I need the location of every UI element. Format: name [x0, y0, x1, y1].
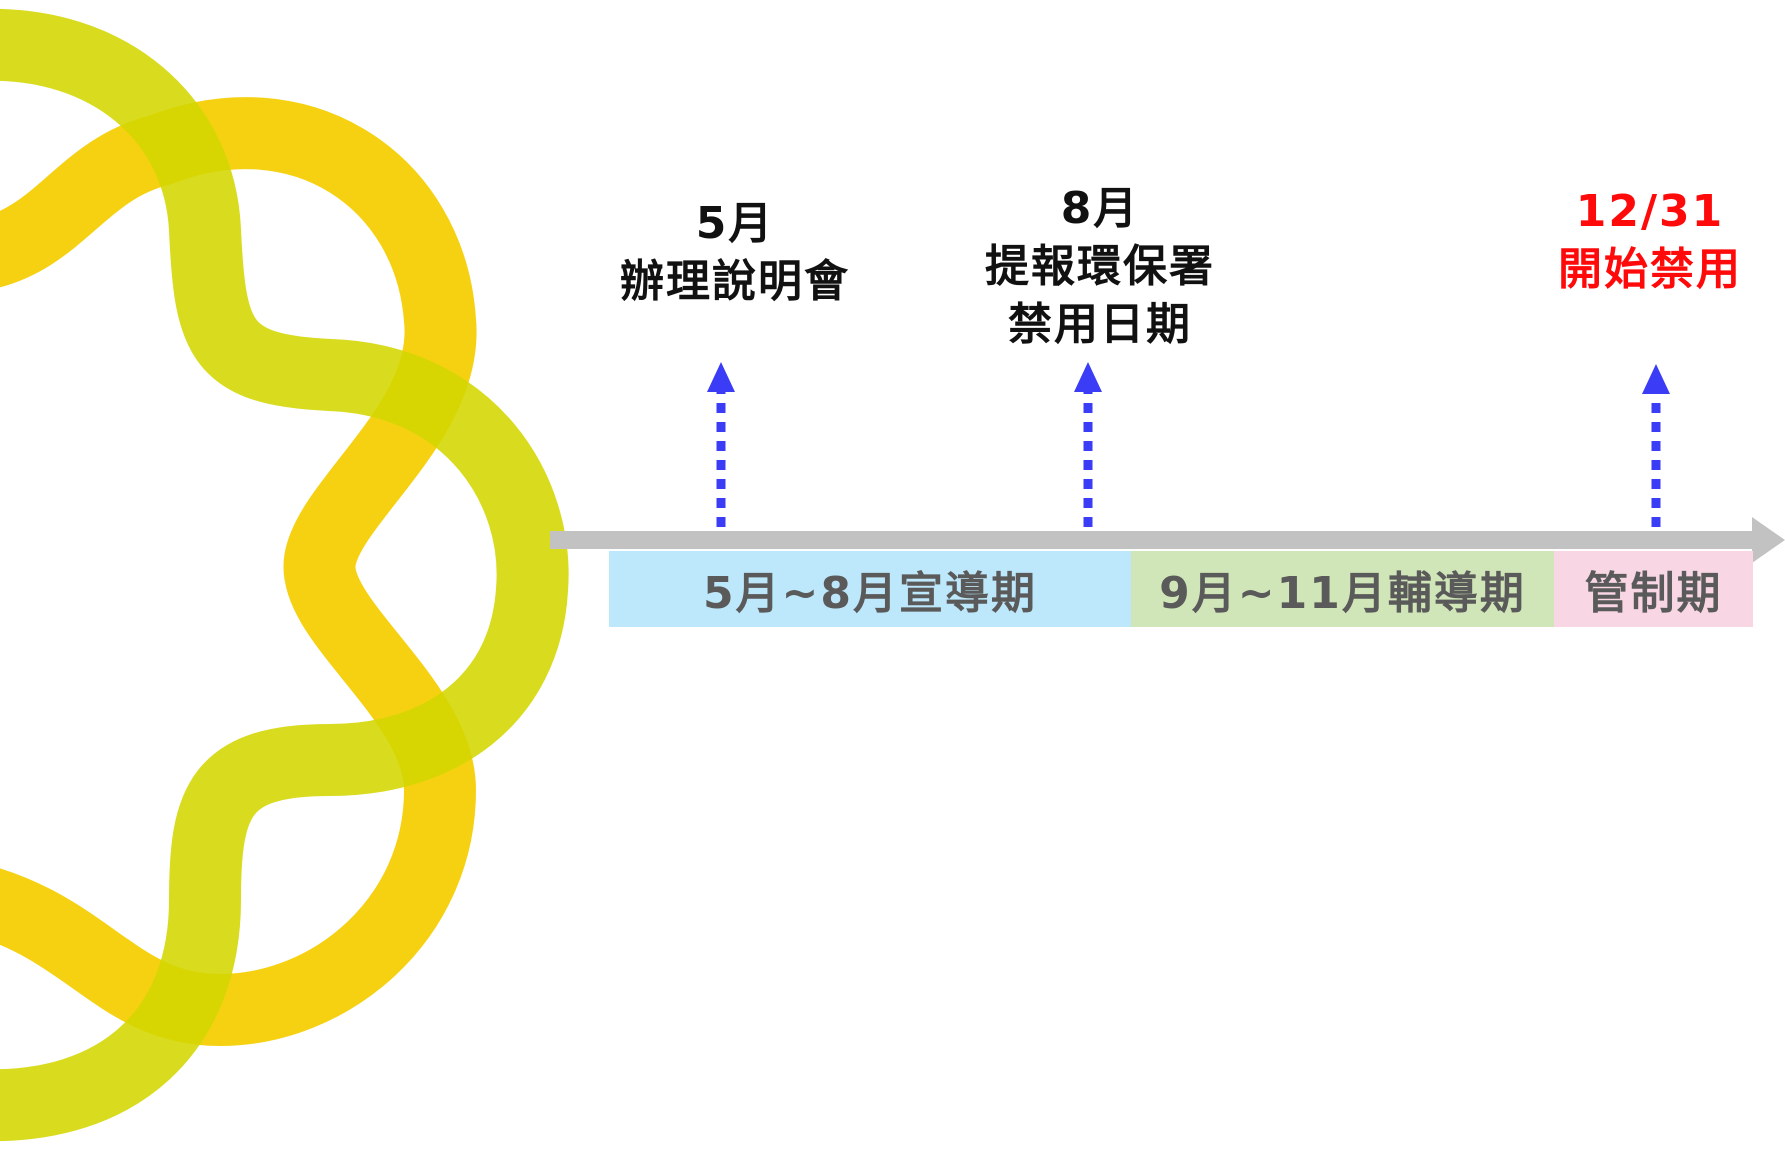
milestone-date: 8月 [1060, 183, 1140, 234]
period-label-promotion: 5月~8月宣導期 [702, 568, 1038, 619]
milestone-date: 12/31 [1575, 186, 1725, 237]
milestone-arrow-aug [1074, 362, 1102, 527]
decorative-loops [0, 8, 569, 1142]
milestone-may: 5月 辦理說明會 [600, 195, 870, 311]
milestone-dec31: 12/31 開始禁用 [1525, 183, 1775, 299]
lime-loop [0, 8, 569, 1142]
milestone-text: 提報環保署 [985, 241, 1215, 292]
milestone-aug: 8月 提報環保署 禁用日期 [955, 180, 1245, 354]
milestone-text: 開始禁用 [1558, 244, 1742, 295]
milestone-text: 辦理說明會 [620, 256, 850, 307]
milestone-text: 禁用日期 [1008, 299, 1192, 350]
period-label-control: 管制期 [1584, 568, 1723, 619]
arrow-up-icon [1642, 364, 1670, 394]
milestone-date: 5月 [695, 198, 775, 249]
milestone-arrow-may [707, 362, 735, 527]
arrow-up-icon [707, 362, 735, 392]
milestone-arrow-dec31 [1642, 364, 1670, 527]
timeline-arrowhead-icon [1752, 517, 1785, 563]
period-label-guidance: 9月~11月輔導期 [1159, 568, 1526, 619]
period-bar-guidance [1131, 551, 1554, 627]
period-bar-promotion [609, 551, 1131, 627]
period-bar-control [1554, 551, 1753, 627]
arrow-up-icon [1074, 362, 1102, 392]
